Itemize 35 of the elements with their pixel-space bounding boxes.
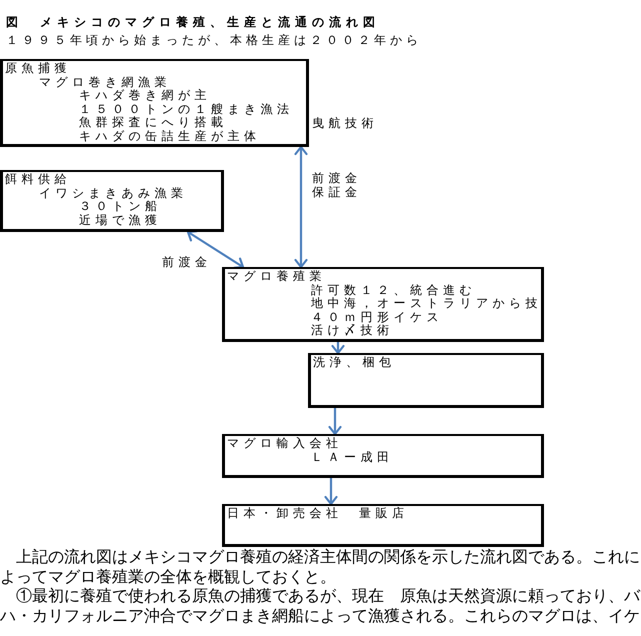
box-text: キハダ巻き網が主 — [79, 89, 211, 102]
box-text: 許可数１２、統合進む — [311, 284, 476, 297]
box-heading: 洗浄、梱包 — [313, 356, 396, 370]
diagram-title: 図 メキシコのマグロ養殖、生産と流通の流れ図 — [6, 15, 380, 29]
note-text: 曳航技術 — [312, 116, 378, 130]
subtitle: １９９５年頃から始まったが、本格生産は２００２年から — [6, 33, 422, 47]
arrow — [294, 146, 308, 268]
process-box — [222, 267, 544, 342]
box-heading: 原魚捕獲 — [5, 62, 71, 76]
box-text: １５００トンの１艘まき漁法 — [79, 102, 294, 116]
box-text: 活け〆技術 — [311, 324, 394, 338]
arrow — [324, 478, 338, 506]
arrow — [328, 408, 342, 436]
process-box — [0, 59, 309, 147]
paragraph: ①最初に養殖で使われる原魚の捕獲であるが、現在 原魚は天然資源に頼っており、バハ・カリフォルニア沖合でマグロまき網船によって漁獲される。これらのマグロは、イケ — [0, 586, 641, 625]
process-box — [222, 504, 544, 547]
box-text: 近場で漁獲 — [79, 214, 162, 227]
box-text: ４０ｍ円形イケス — [311, 310, 443, 324]
box-text: ３０トン船 — [79, 200, 162, 214]
process-box — [308, 353, 544, 408]
box-text: イワシまきあみ漁業 — [39, 186, 188, 200]
box-heading: マグロ輸入会社 — [227, 437, 342, 450]
arrow — [331, 342, 345, 354]
box-text: マグロ巻き網漁業 — [39, 76, 171, 88]
box-heading: マグロ養殖業 — [227, 270, 326, 284]
box-heading: 餌料供給 — [5, 173, 71, 186]
process-box — [0, 170, 224, 232]
process-box — [222, 434, 544, 478]
box-text: 地中海，オーストラリアから技 — [311, 297, 542, 310]
box-text: キハダの缶詰生産が主体 — [79, 130, 260, 143]
arrow — [186, 230, 244, 269]
box-text: ＬＡー成田 — [311, 450, 394, 464]
box-heading: 日本・卸売会社 量販店 — [227, 507, 408, 520]
box-text: 魚群探査にへり搭載 — [79, 116, 228, 130]
paragraph: 上記の流れ図はメキシコマグロ養殖の経済主体間の関係を示した流れ図である。これによってマグロ養殖業の全体を概観しておくと。 — [0, 547, 641, 586]
